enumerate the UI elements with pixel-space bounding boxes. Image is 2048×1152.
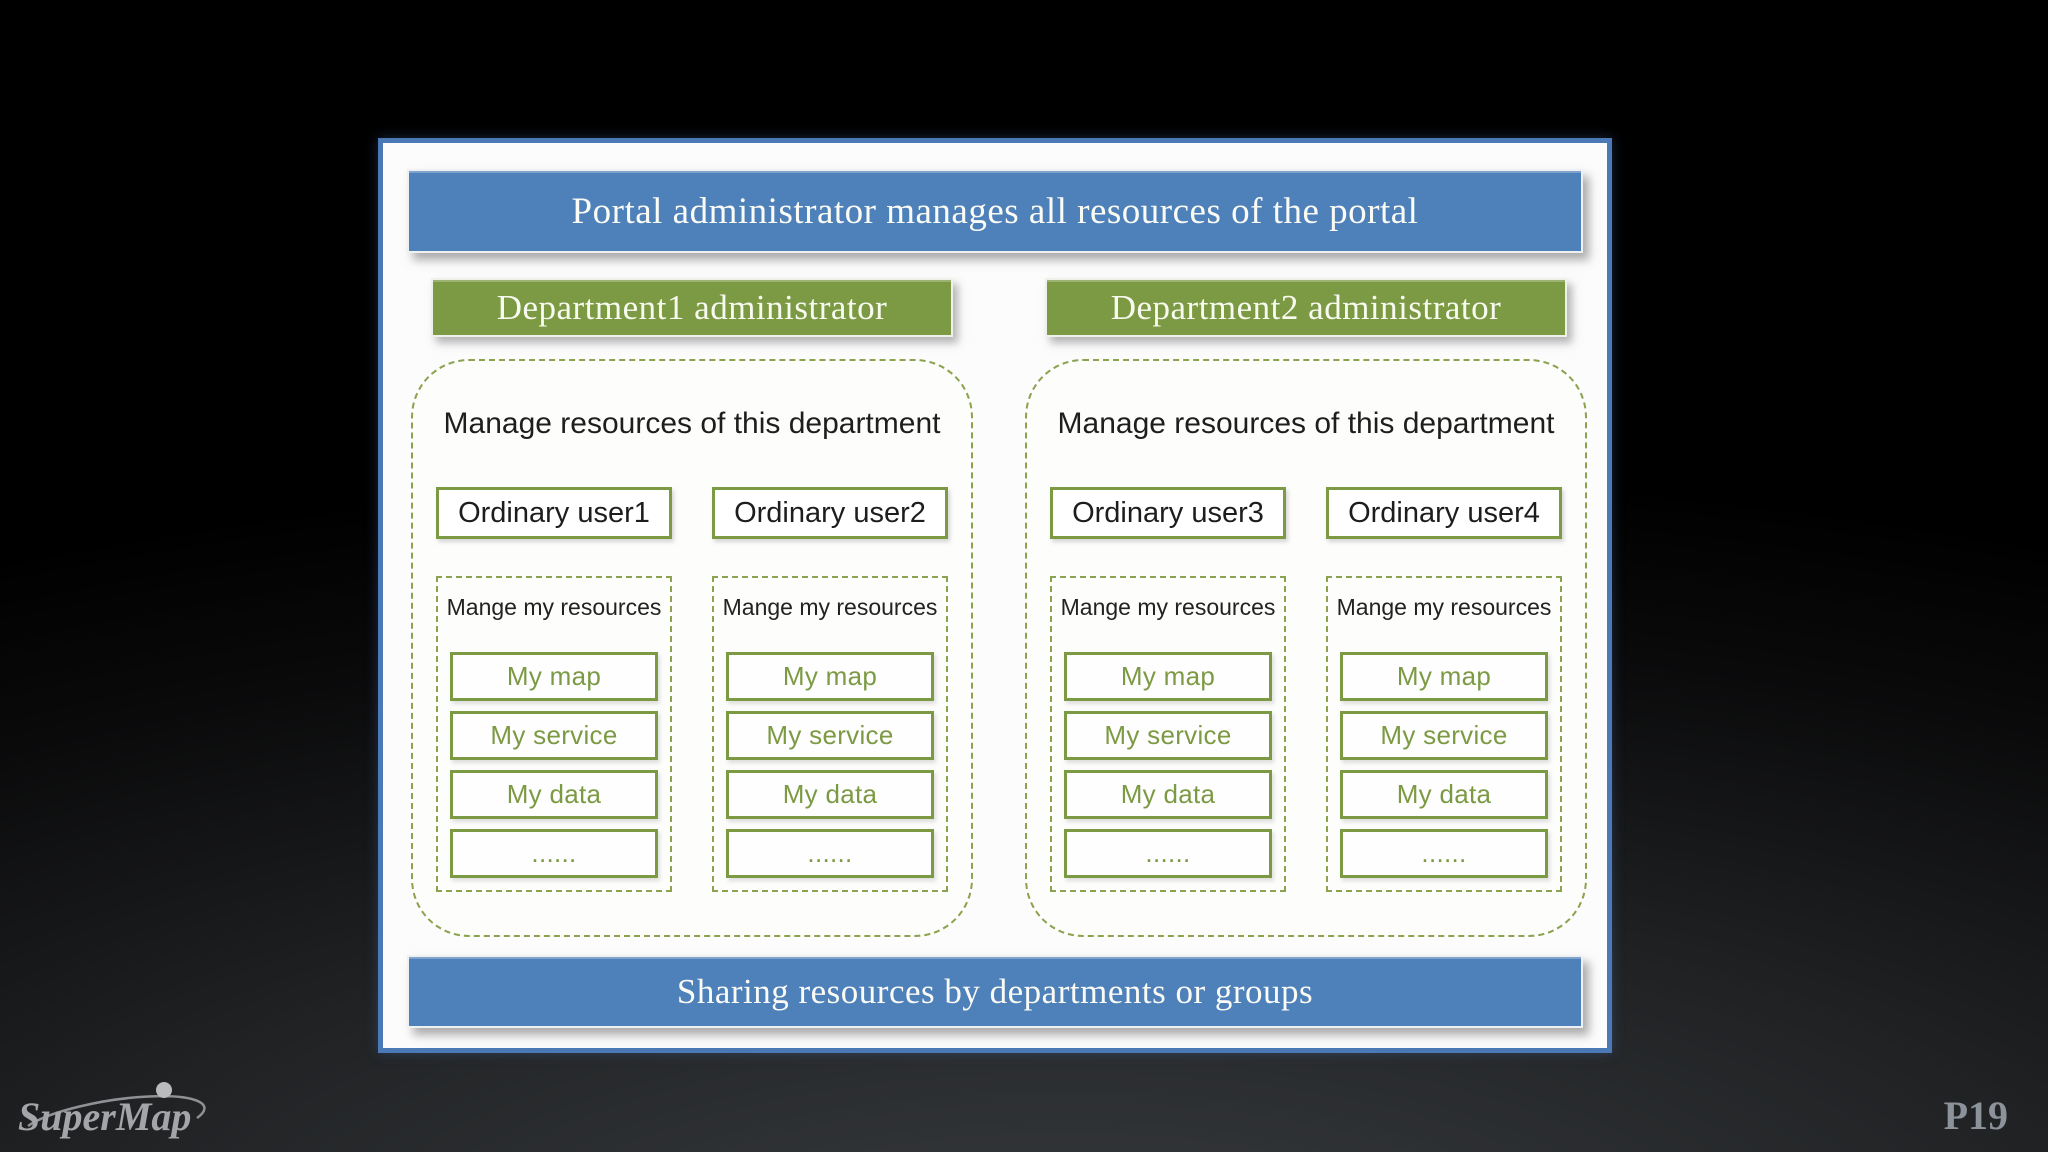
user4-my-service-box: My service	[1340, 711, 1548, 760]
sharing-resources-banner: Sharing resources by departments or grou…	[407, 955, 1583, 1028]
department1-admin-banner: Department1 administrator	[431, 278, 953, 337]
user1-ellipsis-box: ......	[450, 829, 658, 878]
user3-my-resources-box: Mange my resources My map My service My …	[1050, 576, 1286, 892]
user4-box: Ordinary user4	[1326, 487, 1562, 539]
user1-my-resources-box: Mange my resources My map My service My …	[436, 576, 672, 892]
department2-manage-label: Manage resources of this department	[1057, 407, 1555, 440]
user2-column: Ordinary user2 Mange my resources My map…	[712, 487, 948, 892]
user3-my-data-box: My data	[1064, 770, 1272, 819]
user4-my-resources-title: Mange my resources	[1336, 594, 1552, 620]
user1-my-map-box: My map	[450, 652, 658, 701]
user1-box: Ordinary user1	[436, 487, 672, 539]
user2-my-resources-title: Mange my resources	[722, 594, 938, 620]
departments-row: Department1 administrator Manage resourc…	[411, 278, 1587, 937]
department2-admin-label: Department2 administrator	[1110, 287, 1502, 327]
user1-column: Ordinary user1 Mange my resources My map…	[436, 487, 672, 892]
sharing-resources-banner-label: Sharing resources by departments or grou…	[676, 971, 1314, 1011]
page-number: P19	[1943, 1093, 2008, 1138]
department2-column: Department2 administrator Manage resourc…	[1025, 278, 1587, 937]
user3-my-map-box: My map	[1064, 652, 1272, 701]
department1-resources-container: Manage resources of this department Ordi…	[411, 359, 973, 937]
user4-column: Ordinary user4 Mange my resources My map…	[1326, 487, 1562, 892]
user3-my-resources-title: Mange my resources	[1060, 594, 1276, 620]
department1-column: Department1 administrator Manage resourc…	[411, 278, 973, 937]
orbit-arc-icon	[27, 1094, 206, 1128]
department1-users-row: Ordinary user1 Mange my resources My map…	[413, 487, 971, 892]
user4-my-data-box: My data	[1340, 770, 1548, 819]
department2-users-row: Ordinary user3 Mange my resources My map…	[1027, 487, 1585, 892]
department2-resources-container: Manage resources of this department Ordi…	[1025, 359, 1587, 937]
supermap-logo-text: SuperMap	[18, 1094, 191, 1139]
user3-column: Ordinary user3 Mange my resources My map…	[1050, 487, 1286, 892]
user2-my-service-box: My service	[726, 711, 934, 760]
department1-admin-label: Department1 administrator	[496, 287, 888, 327]
slide: Portal administrator manages all resourc…	[378, 138, 1612, 1053]
user2-my-map-box: My map	[726, 652, 934, 701]
user4-my-resources-box: Mange my resources My map My service My …	[1326, 576, 1562, 892]
department1-manage-label: Manage resources of this department	[443, 407, 941, 440]
user3-my-service-box: My service	[1064, 711, 1272, 760]
user1-my-resources-title: Mange my resources	[446, 594, 662, 620]
user2-box: Ordinary user2	[712, 487, 948, 539]
user3-ellipsis-box: ......	[1064, 829, 1272, 878]
supermap-logo: SuperMap	[18, 1082, 206, 1139]
orbit-dot-icon	[156, 1082, 172, 1098]
user1-my-service-box: My service	[450, 711, 658, 760]
user3-box: Ordinary user3	[1050, 487, 1286, 539]
user2-my-resources-box: Mange my resources My map My service My …	[712, 576, 948, 892]
user2-ellipsis-box: ......	[726, 829, 934, 878]
portal-admin-banner: Portal administrator manages all resourc…	[407, 169, 1583, 253]
user1-my-data-box: My data	[450, 770, 658, 819]
user4-my-map-box: My map	[1340, 652, 1548, 701]
portal-admin-banner-label: Portal administrator manages all resourc…	[571, 190, 1419, 232]
user2-my-data-box: My data	[726, 770, 934, 819]
department2-admin-banner: Department2 administrator	[1045, 278, 1567, 337]
user4-ellipsis-box: ......	[1340, 829, 1548, 878]
